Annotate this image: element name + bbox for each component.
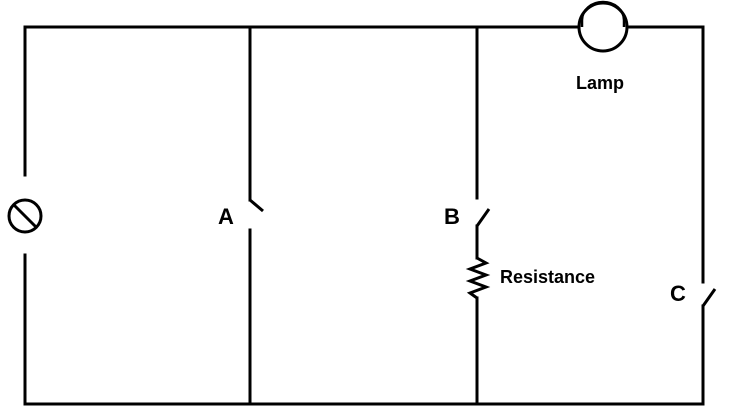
switch-c-label: C bbox=[670, 281, 686, 306]
resistor-icon bbox=[465, 256, 491, 300]
switch-b-label: B bbox=[444, 204, 460, 229]
lamp-label: Lamp bbox=[576, 73, 624, 93]
resistance-label: Resistance bbox=[500, 267, 595, 287]
lamp-icon bbox=[577, 0, 629, 53]
ac-source-icon bbox=[7, 198, 43, 234]
switch-a-icon bbox=[249, 198, 264, 213]
switch-c-icon bbox=[701, 288, 717, 307]
switch-a-label: A bbox=[218, 204, 234, 229]
switch-b-icon bbox=[475, 208, 491, 227]
